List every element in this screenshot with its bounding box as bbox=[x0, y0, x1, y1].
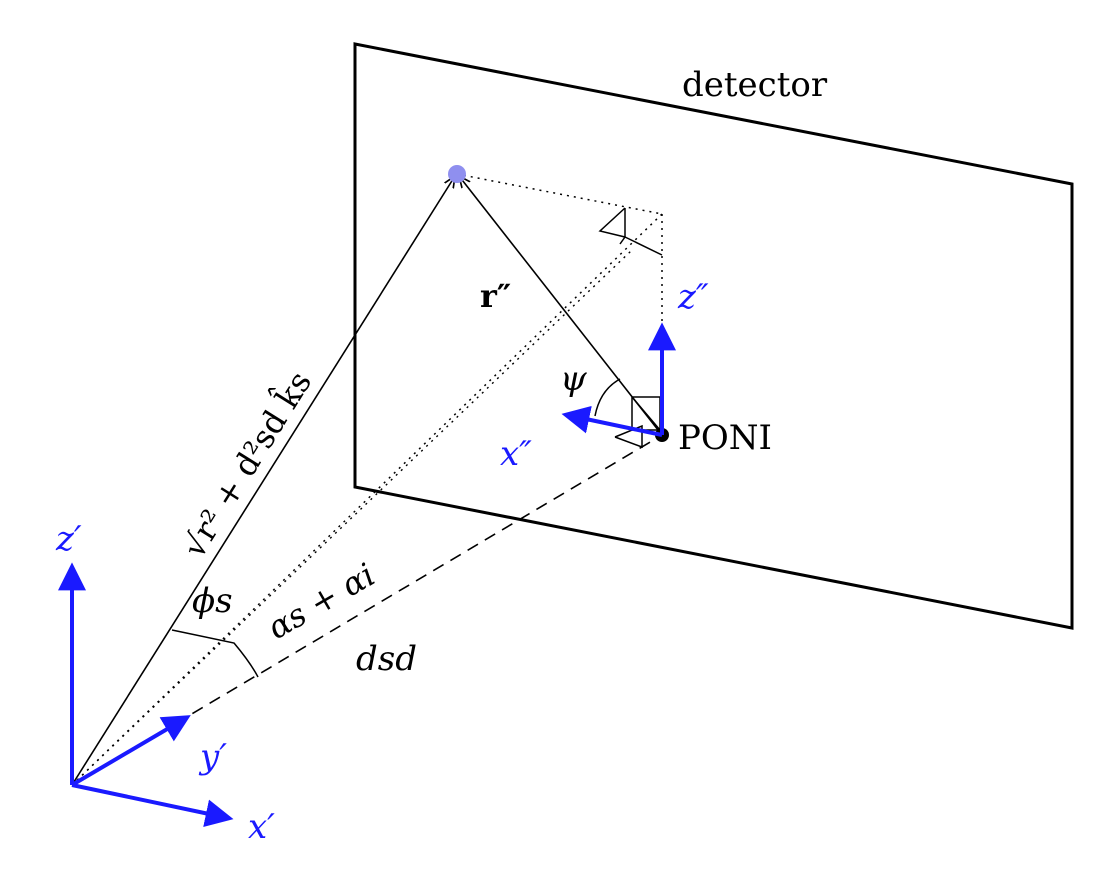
alpha-label: αs + αi bbox=[261, 556, 381, 647]
z-double-prime-label: z″ bbox=[677, 277, 709, 317]
phi-s-label: ϕs bbox=[192, 581, 233, 621]
poni-label: PONI bbox=[678, 418, 772, 458]
scattered-beam-vector bbox=[71, 176, 455, 786]
scattering-spot bbox=[448, 165, 466, 183]
k-vector-label: √r² + d²sd k̂s bbox=[172, 363, 319, 564]
detector-label: detector bbox=[682, 65, 828, 105]
x-prime-label: x′ bbox=[248, 807, 275, 847]
y-prime-axis bbox=[70, 715, 191, 787]
detector-plane bbox=[353, 42, 1074, 630]
x-double-prime-label: x″ bbox=[500, 434, 532, 474]
psi-label: ψ bbox=[560, 359, 587, 399]
right-angle-marker-poni bbox=[614, 396, 661, 449]
y-prime-label: y′ bbox=[198, 737, 227, 777]
phi-s-angle-arc bbox=[171, 629, 259, 678]
dsd-line bbox=[71, 434, 663, 786]
right-angle-marker-top bbox=[598, 207, 663, 256]
x-prime-axis bbox=[71, 783, 234, 828]
psi-angle-arc bbox=[594, 378, 621, 417]
r-vector-label: r″ bbox=[480, 277, 511, 315]
projection-lines bbox=[71, 173, 663, 786]
r-double-prime-vector bbox=[459, 176, 663, 436]
origin-projection-line bbox=[71, 249, 633, 786]
dsd-label: dsd bbox=[356, 639, 417, 679]
z-prime-label: z′ bbox=[55, 519, 82, 559]
x-double-prime-axis bbox=[561, 405, 663, 437]
